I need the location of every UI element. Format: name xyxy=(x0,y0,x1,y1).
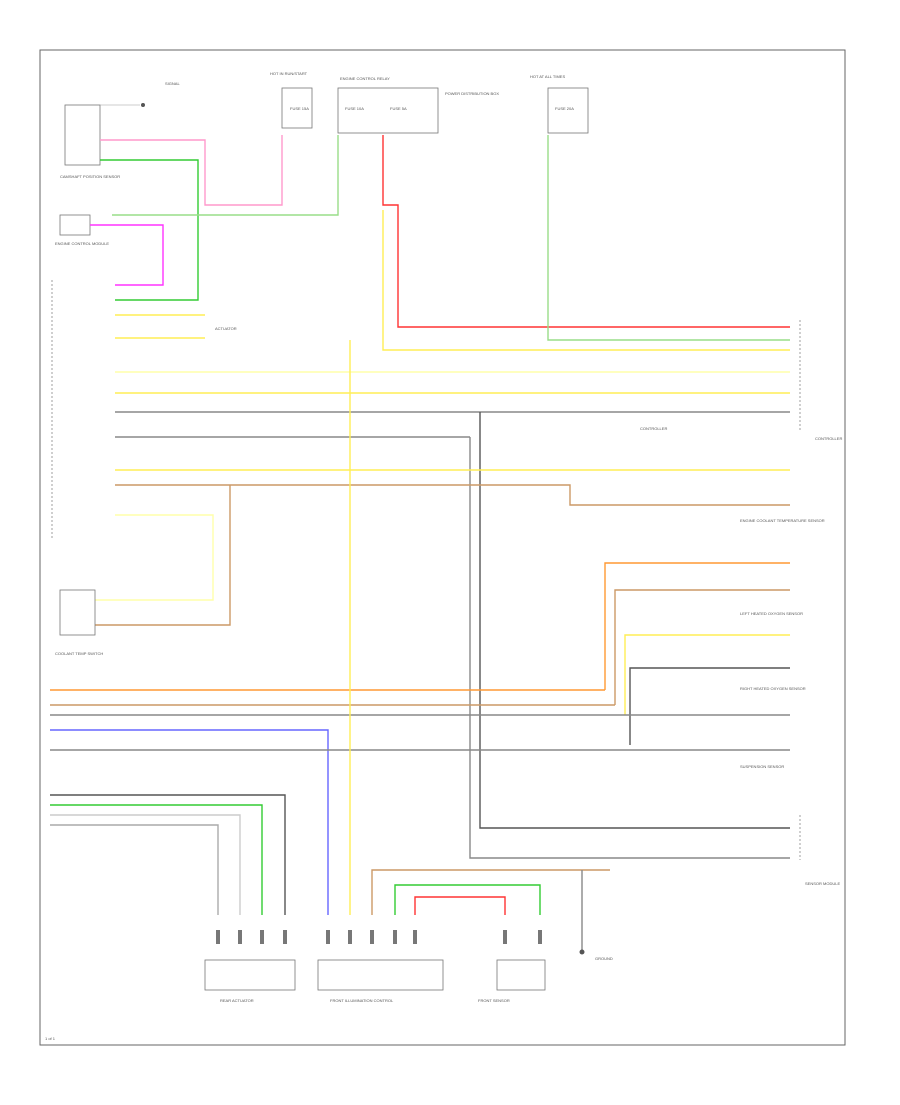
wire-green xyxy=(100,159,199,301)
connector-pins xyxy=(216,930,542,944)
rear-actuator-label: REAR ACTUATOR xyxy=(220,998,254,1003)
wire-orange xyxy=(604,562,790,690)
wire-lightgreen-top xyxy=(112,135,339,216)
wire-tan-right xyxy=(614,589,790,705)
suspension-label: SUSPENSION SENSOR xyxy=(740,764,784,769)
front-sensor-label: FRONT SENSOR xyxy=(478,998,510,1003)
controller-label: CONTROLLER xyxy=(815,436,842,441)
bottom-center-wire-1 xyxy=(371,869,610,915)
left-o2-label: LEFT HEATED OXYGEN SENSOR xyxy=(740,611,803,616)
wire-magenta xyxy=(90,224,164,286)
page-mark: 1 of 1 xyxy=(45,1036,56,1041)
long-wire-blue xyxy=(50,729,329,915)
connector-pin xyxy=(260,930,264,944)
wire-yellow-a xyxy=(382,210,790,351)
ground-icon xyxy=(579,949,585,955)
bottom-wire-2 xyxy=(50,804,263,915)
front-sensor-box xyxy=(496,959,546,991)
coolant-temp-switch xyxy=(59,589,96,636)
actuator-label: ACTUATOR xyxy=(215,326,237,331)
fuse-box-1 xyxy=(281,87,313,129)
dist-box-label: POWER DISTRIBUTION BOX xyxy=(445,91,499,96)
fuse-2-label: FUSE 10A xyxy=(345,106,364,111)
fuse-3-label: FUSE 5A xyxy=(390,106,407,111)
right-o2-label: RIGHT HEATED OXYGEN SENSOR xyxy=(740,686,806,691)
ecm-connector xyxy=(59,214,91,236)
bottom-center-wire-2 xyxy=(394,884,541,915)
wire-red xyxy=(382,135,790,328)
engine-control-relay-box xyxy=(337,87,439,134)
coolant-wire-2 xyxy=(115,484,790,506)
signal-terminal xyxy=(141,103,145,107)
connector-pin xyxy=(413,930,417,944)
connector-pin xyxy=(283,930,287,944)
right-fuse-box xyxy=(547,87,589,134)
bus-wire-4-down xyxy=(469,437,790,859)
top-left-component-label: CAMSHAFT POSITION SENSOR xyxy=(60,174,120,179)
bottom-center-wire-3 xyxy=(414,896,506,915)
ground-label: GROUND xyxy=(595,956,613,961)
bus-wire-5-down xyxy=(479,412,790,829)
connector-pin xyxy=(503,930,507,944)
diagram-frame xyxy=(39,49,846,1046)
coolant-sw-wire-2 xyxy=(95,485,231,626)
connector-pin xyxy=(348,930,352,944)
top-left-signal-label: SIGNAL xyxy=(165,81,180,86)
relay-label: ENGINE CONTROL RELAY xyxy=(340,76,390,81)
bottom-wire-3 xyxy=(50,814,241,915)
wire-dark-right xyxy=(629,667,790,745)
bottom-wire-4 xyxy=(50,824,219,915)
connector-pin xyxy=(216,930,220,944)
wire-yellow-right xyxy=(624,634,790,715)
module-right-label: CONTROLLER xyxy=(640,426,667,431)
front-illumination-box xyxy=(317,959,444,991)
connector-pin xyxy=(238,930,242,944)
front-illumination-label: FRONT ILLUMINATION CONTROL xyxy=(330,998,394,1003)
coolant-switch-label: COOLANT TEMP SWITCH xyxy=(55,651,103,656)
bottom-wire-1 xyxy=(50,794,286,915)
connector-pin xyxy=(326,930,330,944)
wire-pink xyxy=(100,135,283,206)
right-fuse-hot-label: HOT AT ALL TIMES xyxy=(530,74,565,79)
fuse-1-label: FUSE 15A xyxy=(290,106,309,111)
fuse-box-1-label: HOT IN RUN/START xyxy=(270,71,308,76)
rear-actuator-box xyxy=(204,959,296,991)
ecm-label: ENGINE CONTROL MODULE xyxy=(55,241,109,246)
coolant-sw-wire-1 xyxy=(95,514,214,601)
right-fuse-label: FUSE 20A xyxy=(555,106,574,111)
wire-lightgreen-right xyxy=(547,135,790,341)
connector-pin xyxy=(370,930,374,944)
connector-pin xyxy=(538,930,542,944)
connector-pin xyxy=(393,930,397,944)
right-bottom-label: SENSOR MODULE xyxy=(805,881,840,886)
coolant-sensor-label: ENGINE COOLANT TEMPERATURE SENSOR xyxy=(740,518,825,523)
top-left-component xyxy=(64,104,101,166)
